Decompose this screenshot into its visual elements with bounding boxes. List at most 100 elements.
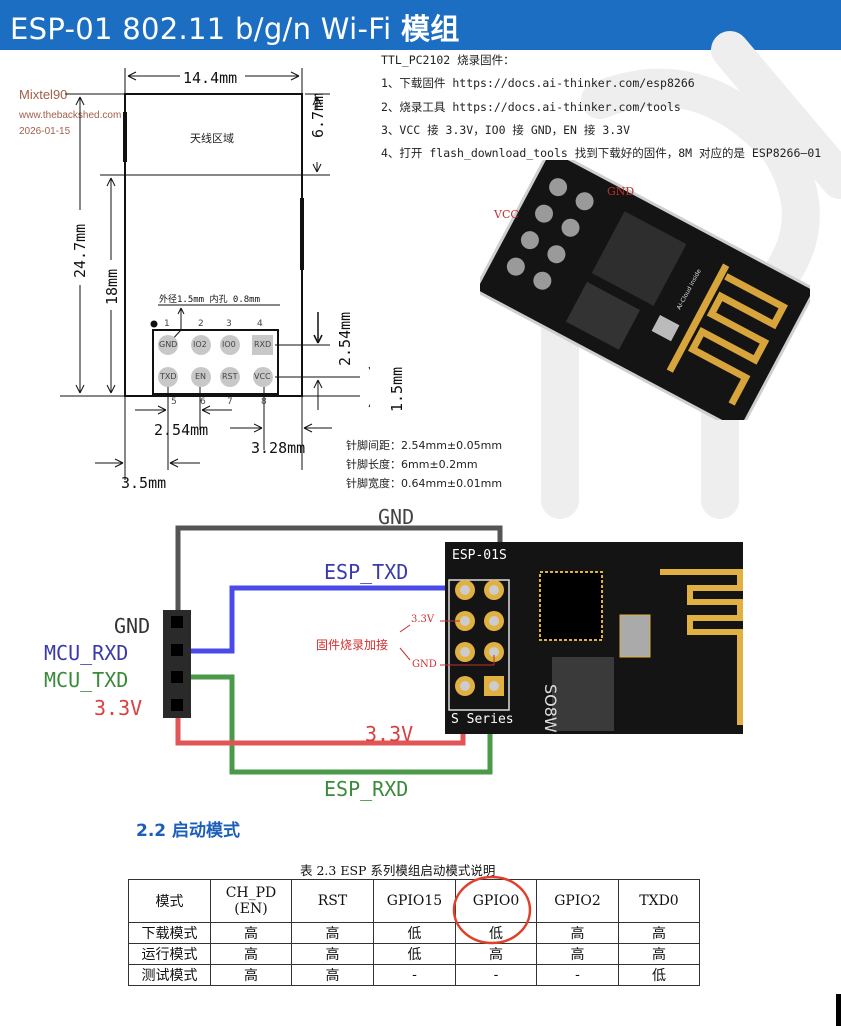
esp8266-chip — [591, 211, 687, 306]
stamp-date: 2026-01-15 — [19, 126, 71, 137]
pin-number: 2 — [198, 319, 204, 329]
body-height-label: 18mm — [103, 268, 121, 305]
pin-number: 5 — [171, 397, 177, 407]
pitch-vertical-label: 2.54mm — [336, 311, 354, 366]
page-title: ESP-01 802.11 b/g/n Wi-Fi 模组 — [10, 6, 460, 48]
wire-txd — [178, 674, 493, 775]
esp01s-flash — [552, 657, 614, 731]
page-header — [0, 0, 841, 50]
pin-label-rxd: RXD — [254, 340, 272, 349]
pin-number: 1 — [164, 319, 170, 329]
antenna-area-label: 天线区域 — [190, 132, 234, 145]
table-header: 模式 — [128, 879, 211, 923]
esp01s-series: S Series — [451, 712, 514, 727]
pitch-horizontal-label: 2.54mm — [154, 421, 209, 439]
table-header: GPIO0 — [455, 879, 537, 923]
pin-number: 8 — [261, 397, 267, 407]
pad-rst — [220, 367, 240, 387]
pin-label-io0: IO0 — [222, 340, 236, 349]
pad-gnd — [158, 335, 178, 355]
pin-label-io2: IO2 — [193, 340, 207, 349]
esp01s-mcu — [539, 571, 603, 641]
pad-io0 — [220, 335, 240, 355]
table-row: 下载模式 高 高 低 低 高 高 — [128, 922, 700, 944]
wire-label-gnd-top: GND — [378, 505, 415, 529]
pin-label-rst: RST — [222, 372, 238, 381]
table-cell: 低 — [618, 964, 700, 986]
pad-en — [191, 367, 211, 387]
antenna-height-label: 6.7mm — [309, 92, 327, 138]
table-row: 测试模式 高 高 - - - 低 — [128, 964, 700, 986]
header-pin — [171, 671, 183, 683]
pad-note: 外径1.5mm 内孔 0.8mm — [159, 295, 261, 305]
flash-chip — [565, 281, 641, 350]
esp01s-title: ESP-01S — [452, 548, 507, 563]
table-cell: 高 — [210, 922, 292, 944]
table-row: 运行模式 高 高 低 高 高 高 — [128, 943, 700, 965]
wire-label-3v3: 3.3V — [365, 722, 414, 746]
table-header: GPIO15 — [373, 879, 456, 923]
pad-io2 — [191, 335, 211, 355]
title-prefix: ESP-01 802.11 b/g/n Wi-Fi — [10, 12, 392, 46]
header-pin — [171, 699, 183, 711]
stamp-user: Mixtel90 — [19, 87, 68, 102]
flash-chip-label: SO8W — [541, 684, 560, 733]
table-cell: - — [373, 964, 456, 986]
table-cell: 高 — [618, 922, 700, 944]
table-header: GPIO2 — [536, 879, 619, 923]
pcb-antenna — [666, 263, 788, 406]
notes-heading: TTL_PC2102 烧录固件： — [381, 53, 515, 67]
note-item: 1、下载固件 https://docs.ai-thinker.com/esp82… — [381, 76, 695, 90]
gpio0-highlight-circle — [452, 875, 532, 945]
pin-spec: 针脚间距：2.54mm±0.05mm — [346, 439, 503, 452]
header-label-3v3: 3.3V — [94, 696, 143, 720]
pad-txd — [158, 367, 178, 387]
pin1-marker — [150, 320, 158, 328]
table-cell: - — [536, 964, 619, 986]
pad-rxd — [252, 335, 273, 355]
burn-3v3-label: 3.3V — [411, 614, 435, 625]
header-pin — [171, 644, 183, 656]
table-cell: 测试模式 — [128, 964, 211, 986]
table-header: TXD0 — [618, 879, 700, 923]
table-header-row: 模式 CH_PD (EN) RST GPIO15 GPIO0 GPIO2 TXD… — [128, 879, 700, 923]
watermark-stroke — [581, 68, 820, 369]
table-caption: 表 2.3 ESP 系列模组启动模式说明 — [300, 863, 496, 878]
table-header: RST — [291, 879, 374, 923]
table-cell: 高 — [210, 964, 292, 986]
width-label: 14.4mm — [183, 69, 238, 87]
right-offset-label: 3.28mm — [251, 439, 306, 457]
table-cell: 高 — [536, 922, 619, 944]
pin-label-txd: TXD — [160, 372, 177, 381]
header-ch-pd-line2: (EN) — [234, 901, 268, 917]
module-photo: VCC GND AI-Cloud inside — [480, 160, 810, 420]
photo-vcc-label: VCC — [493, 208, 519, 221]
table-cell: 高 — [618, 943, 700, 965]
wire-rxd — [178, 585, 463, 654]
pin-label-gnd: GND — [159, 340, 178, 349]
total-height-label: 24.7mm — [71, 223, 89, 278]
left-offset-label: 3.5mm — [121, 474, 167, 492]
page-edge-marker — [836, 994, 841, 1026]
pin-spec: 针脚宽度：0.64mm±0.01mm — [346, 477, 503, 490]
pin-label-vcc: VCC — [254, 372, 271, 381]
edge-offset-label: 1.5mm — [388, 366, 406, 412]
table-cell: 高 — [536, 943, 619, 965]
boot-mode-table: 模式 CH_PD (EN) RST GPIO15 GPIO0 GPIO2 TXD… — [128, 879, 700, 986]
wire-3v3 — [175, 690, 466, 746]
pin-header-outline — [152, 329, 279, 395]
pin-spec: 针脚长度：6mm±0.2mm — [346, 458, 478, 471]
note-item: 4、打开 flash_download_tools 找到下载好的固件，8M 对应… — [381, 146, 822, 160]
stamp-site: www.thebackshed.com — [19, 110, 122, 121]
header-label-gnd: GND — [114, 614, 151, 638]
header-label-mcu-rxd: MCU_RXD — [44, 641, 129, 665]
burn-gnd-label: GND — [412, 659, 437, 670]
pin-number: 3 — [226, 319, 232, 329]
esp01s-pin-outline — [448, 579, 510, 711]
table-cell: 高 — [291, 922, 374, 944]
pin-number: 4 — [257, 319, 263, 329]
crystal — [651, 314, 680, 342]
note-item: 2、烧录工具 https://docs.ai-thinker.com/tools — [381, 100, 681, 114]
table-cell: 下载模式 — [128, 922, 211, 944]
table-header: CH_PD (EN) — [210, 879, 292, 923]
